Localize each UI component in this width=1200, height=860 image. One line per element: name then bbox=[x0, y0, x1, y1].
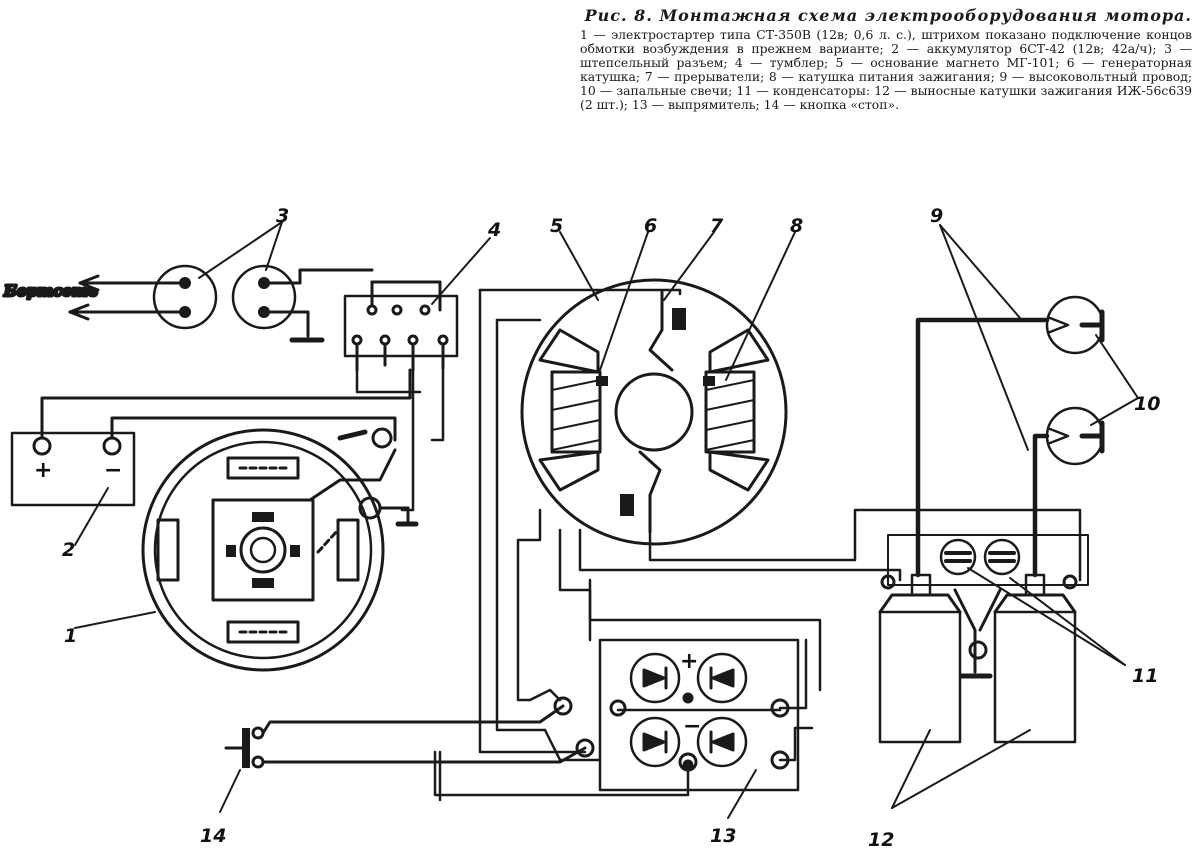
magneto-base bbox=[520, 278, 788, 546]
label-leaders bbox=[74, 221, 1139, 819]
label-12: 12 bbox=[868, 829, 894, 851]
battery-plus: + bbox=[34, 458, 52, 483]
spark-plug-top bbox=[1045, 295, 1105, 355]
label-8: 8 bbox=[790, 215, 803, 237]
label-13: 13 bbox=[710, 825, 736, 847]
part-numbers: 1 2 3 4 5 6 7 8 9 10 11 12 13 14 bbox=[62, 205, 1160, 851]
electrostarter bbox=[141, 427, 419, 672]
main-wiring bbox=[355, 288, 1082, 802]
network-arrows bbox=[68, 274, 157, 321]
coil-ground bbox=[953, 588, 1002, 679]
figure-caption: Рис. 8. Монтажная схема электрооборудова… bbox=[580, 6, 1192, 112]
label-3: 3 bbox=[276, 205, 289, 227]
label-2: 2 bbox=[62, 539, 75, 561]
ignition-coil-right bbox=[993, 573, 1078, 744]
high-voltage-wires bbox=[915, 317, 1050, 578]
plug-connector-left bbox=[152, 264, 218, 330]
rectifier: + − bbox=[598, 638, 800, 792]
plug-connector-right bbox=[231, 264, 374, 343]
label-10: 10 bbox=[1134, 393, 1160, 415]
rectifier-plus: + bbox=[680, 649, 698, 674]
spark-plug-bottom bbox=[1045, 406, 1105, 466]
capacitors bbox=[887, 534, 1089, 586]
label-14: 14 bbox=[200, 825, 226, 847]
label-1: 1 bbox=[64, 625, 77, 647]
caption-title: Рис. 8. Монтажная схема электрооборудова… bbox=[584, 6, 1192, 25]
label-6: 6 bbox=[644, 215, 657, 237]
label-7: 7 bbox=[710, 215, 724, 237]
caption-body: 1 — электростартер типа СТ-350В (12в; 0,… bbox=[580, 27, 1192, 112]
ignition-coil-left bbox=[878, 573, 962, 744]
label-5: 5 bbox=[550, 215, 563, 237]
label-9: 9 bbox=[930, 205, 943, 227]
label-11: 11 bbox=[1132, 665, 1158, 687]
stop-button bbox=[224, 696, 595, 769]
toggle-switch bbox=[343, 280, 459, 372]
onboard-network-label: Бортсеть bbox=[3, 282, 98, 300]
battery: + − bbox=[10, 368, 412, 507]
battery-minus: − bbox=[104, 458, 122, 483]
label-4: 4 bbox=[487, 219, 501, 241]
rectifier-minus: − bbox=[683, 714, 701, 739]
